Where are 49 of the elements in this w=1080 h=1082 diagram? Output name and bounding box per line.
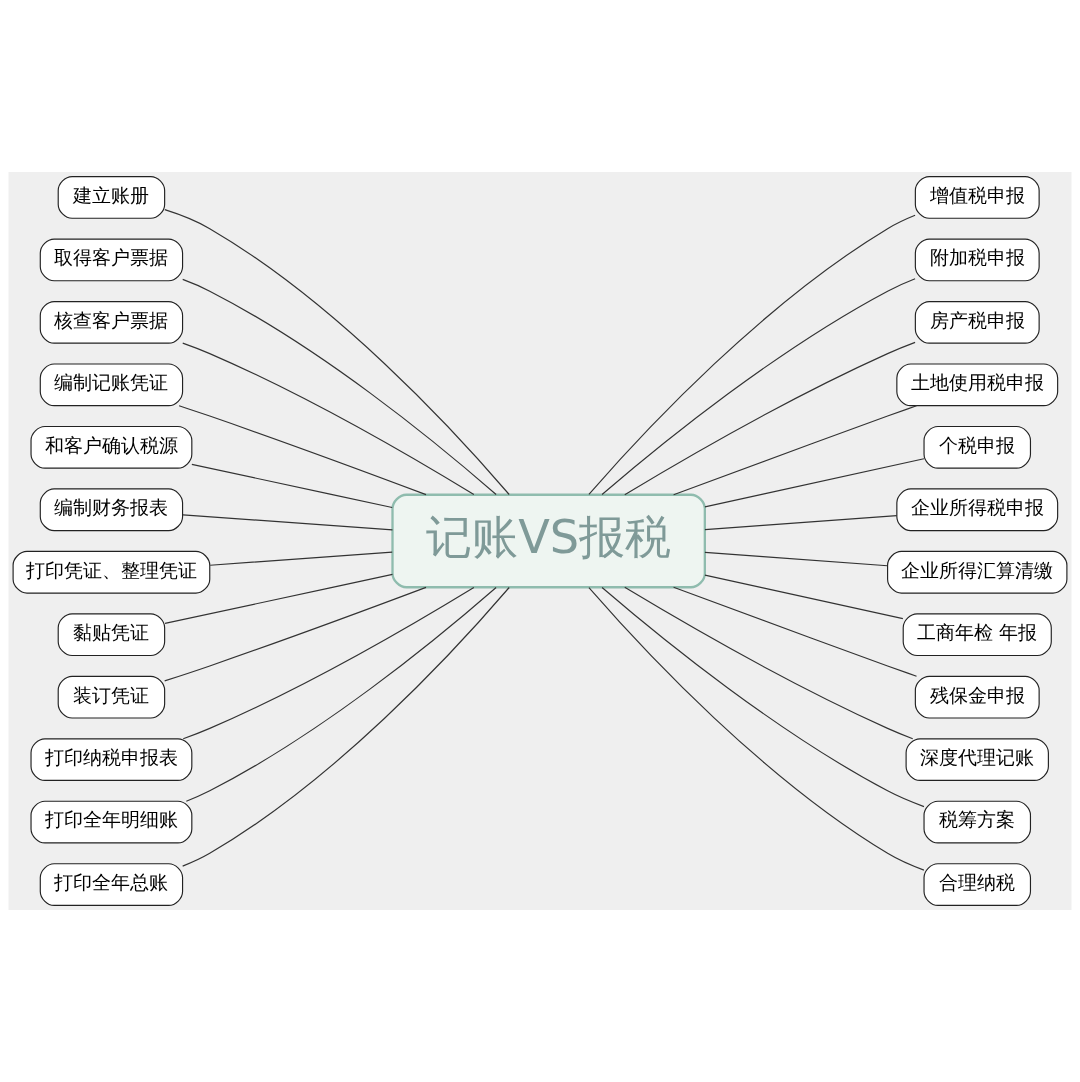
connector: [178, 405, 427, 496]
node-box: 取得客户票据: [39, 238, 184, 282]
connector: [704, 515, 898, 531]
connector: [624, 341, 916, 496]
connector: [673, 586, 918, 677]
node-box: 建立账册: [57, 176, 166, 219]
node-box: 工商年检 年报: [902, 613, 1052, 657]
node-box: 房产税申报: [914, 300, 1040, 344]
connector: [704, 551, 889, 567]
connector: [164, 586, 427, 682]
node-box: 和客户确认税源: [30, 425, 193, 469]
node-box: 企业所得汇算清缴: [887, 550, 1068, 594]
node-box: 打印纳税申报表: [30, 738, 193, 782]
connector: [704, 458, 925, 508]
connector: [601, 278, 916, 496]
connector: [182, 586, 475, 740]
connector: [673, 405, 918, 496]
node-box: 编制财务报表: [39, 488, 184, 532]
node-box: 企业所得税申报: [896, 488, 1059, 532]
connector: [182, 586, 510, 867]
connector: [182, 514, 394, 531]
connector: [588, 214, 916, 495]
node-box: 土地使用税申报: [896, 363, 1059, 407]
connector: [191, 463, 393, 509]
node-box: 深度代理记账: [905, 738, 1049, 782]
connector: [704, 574, 904, 620]
node-box: 增值税申报: [914, 176, 1040, 219]
node-box: 核查客户票据: [39, 300, 184, 344]
node-box: 残保金申报: [914, 675, 1040, 719]
node-box: 附加税申报: [914, 238, 1040, 282]
connector: [588, 587, 925, 871]
node-box: 打印全年明细账: [30, 800, 193, 844]
node-box: 编制记账凭证: [39, 363, 184, 407]
node-box: 打印凭证、整理凭证: [12, 550, 211, 594]
node-box: 黏贴凭证: [57, 613, 166, 657]
node-box: 记账VS报税: [391, 493, 706, 589]
node-box: 税筹方案: [923, 800, 1032, 844]
connector: [185, 586, 497, 802]
node-box: 个税申报: [923, 425, 1032, 469]
connector: [164, 573, 394, 624]
node-box: 合理纳税: [923, 863, 1032, 906]
node-box: 装订凭证: [57, 675, 166, 719]
node-box: 打印全年总账: [39, 863, 184, 906]
connector: [209, 551, 393, 566]
connector: [182, 278, 497, 496]
connector: [182, 342, 475, 496]
connector: [601, 586, 925, 808]
connector: [624, 586, 914, 740]
connector: [164, 209, 510, 496]
